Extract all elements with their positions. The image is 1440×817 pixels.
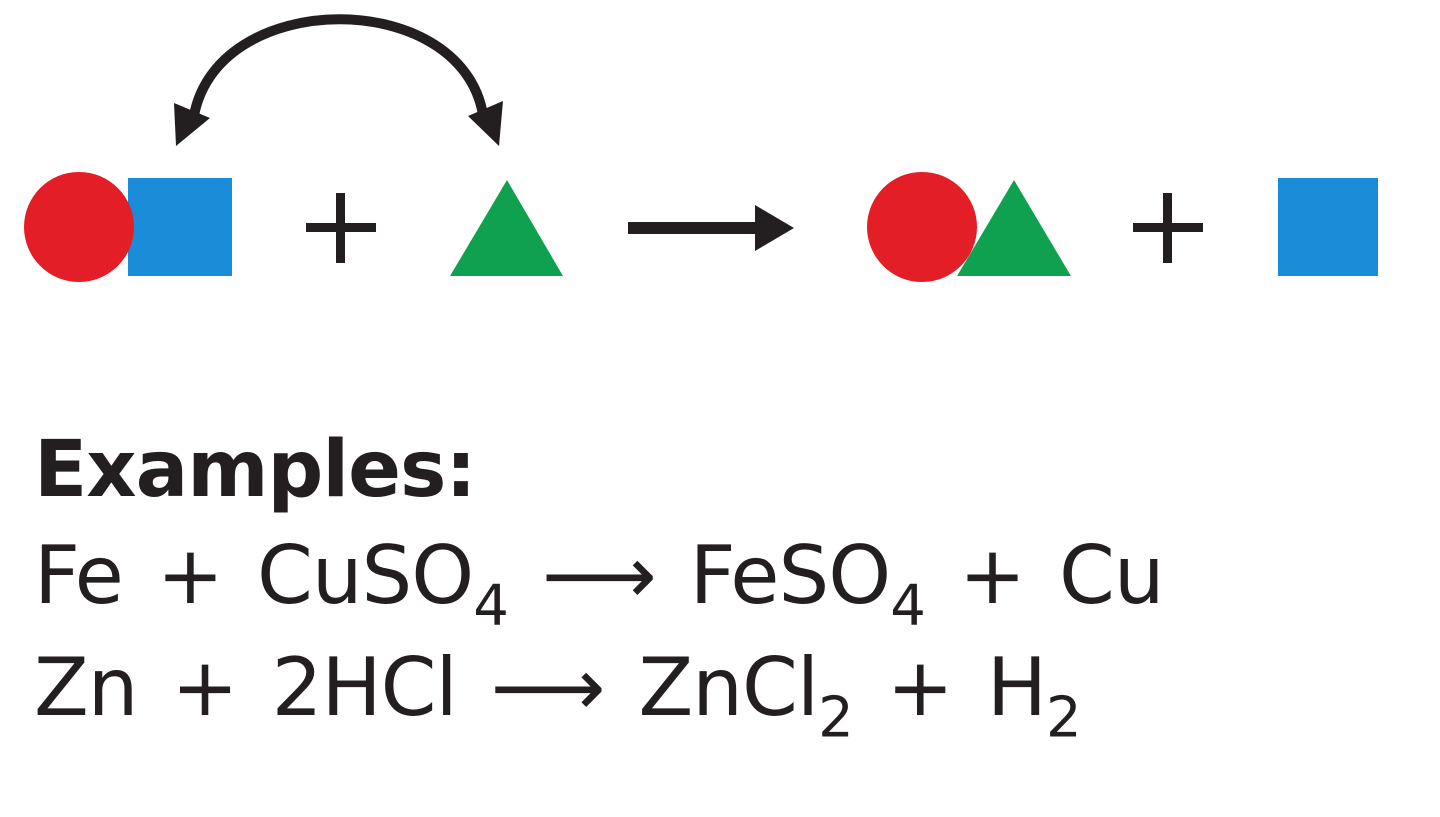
reaction-arrow-icon: [628, 205, 794, 251]
plus-sign: +: [958, 529, 1026, 622]
equation-2: Zn + 2HCl ⟶ ZnCl2 + H2: [34, 632, 1414, 746]
formula: H: [986, 641, 1047, 734]
plus-sign: +: [156, 529, 224, 622]
reactant-compound: [24, 172, 232, 282]
subscript: 2: [1045, 685, 1082, 751]
examples-heading: Examples:: [34, 425, 477, 515]
swap-arrow-left-head-icon: [174, 103, 210, 146]
reaction-arrow: ⟶: [541, 529, 657, 622]
reaction-arrow: ⟶: [490, 641, 606, 734]
green-triangle-icon: [957, 180, 1071, 276]
blue-square-icon: [1278, 178, 1378, 276]
formula: 2HCl: [271, 641, 458, 734]
equation-1: Fe + CuSO4 ⟶ FeSO4 + Cu: [34, 520, 1414, 634]
formula: Zn: [34, 641, 139, 734]
blue-square-icon: [128, 178, 232, 276]
formula: ZnCl: [638, 641, 820, 734]
single-replacement-diagram: [24, 14, 1378, 282]
subscript: 2: [818, 685, 854, 751]
plus-sign: +: [171, 641, 239, 734]
red-circle-icon: [867, 172, 977, 282]
formula: Fe: [34, 529, 124, 622]
subscript: 4: [473, 573, 509, 639]
red-circle-icon: [24, 172, 134, 282]
examples-section: Examples: Fe + CuSO4 ⟶ FeSO4 + Cu Zn + 2…: [34, 420, 1414, 746]
formula: CuSO: [256, 529, 474, 622]
product-compound: [867, 172, 1071, 282]
green-triangle-icon: [450, 180, 563, 276]
plus-sign: +: [886, 641, 954, 734]
plus-sign-icon: [1133, 193, 1203, 263]
formula: Cu: [1059, 529, 1165, 622]
plus-sign-icon: [306, 193, 376, 263]
swap-arrow-right-head-icon: [468, 101, 503, 146]
swap-arrow-icon: [188, 14, 489, 127]
formula: FeSO: [689, 529, 892, 622]
subscript: 4: [890, 573, 926, 639]
